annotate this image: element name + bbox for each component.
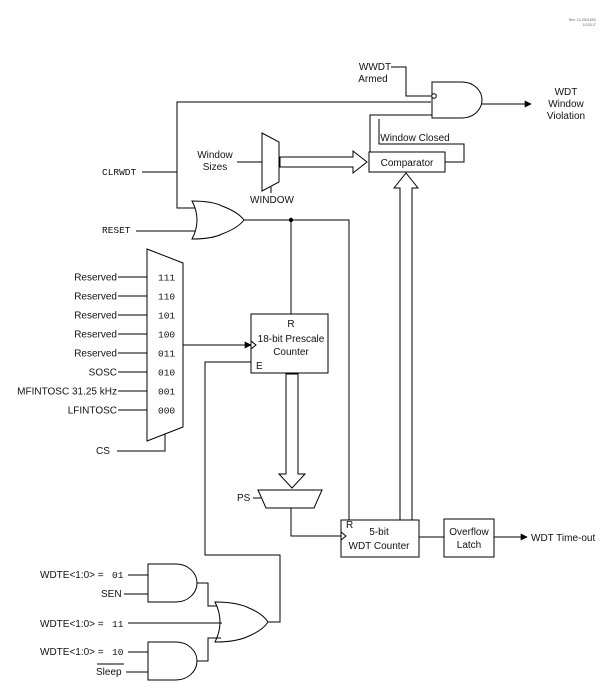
prescale-clock-pin [250,340,257,350]
reset-or-gate [191,200,245,240]
and-gate-wdte-01 [147,563,198,603]
wdte-11-code: 11 [112,619,124,630]
ps-label: PS [237,493,251,504]
wdt-counter-reset-pin: R [346,520,353,531]
mux-input-label: SOSC [89,368,117,379]
clrwdt-to-gate-wire [176,101,431,172]
comparator-block [368,151,446,173]
or-output-wire [244,219,350,535]
mux-input-label: MFINTOSC 31.25 kHz [17,387,117,398]
enable-feedback-wire [204,361,281,623]
mux-input-code: 110 [158,292,175,303]
window-label: WINDOW [250,195,294,206]
violation-label-2: Window [548,99,584,110]
wdt-counter-label-1: 5-bit [369,527,389,538]
mux-input-label: Reserved [74,349,117,360]
and-a-output-wire [197,582,221,607]
wdte-01-prefix: WDTE<1:0> = [40,570,104,581]
sleep-label: Sleep [96,667,122,678]
prescale-label-2: Counter [273,347,309,358]
mux-input-label: Reserved [74,330,117,341]
window-closed-label: Window Closed [380,133,449,144]
mux-input-label: Reserved [74,292,117,303]
rev-date: 1/2/2017 [582,23,596,27]
violation-and-gate [431,81,483,119]
wdte-10-prefix: WDTE<1:0> = [40,647,104,658]
clock-source-mux [146,248,184,442]
sen-label: SEN [101,589,122,600]
timeout-label: WDT Time-out [531,533,595,544]
overflow-label-1: Overflow [449,527,489,538]
comparator-label: Comparator [381,158,434,169]
violation-label-1: WDT [555,87,578,98]
mux-input-code: 111 [158,273,175,284]
prescaler-to-ps-bus [277,373,307,489]
clrwdt-to-or-wire [176,172,195,209]
mux-input-code: 100 [158,330,175,341]
mux-to-comparator-bus [279,149,368,175]
counter-to-comparator-bus [392,172,420,537]
prescale-label-1: 18-bit Prescale [258,334,325,345]
wdt-counter-label-2: WDT Counter [349,541,411,552]
clrwdt-label: CLRWDT [102,167,137,178]
mux-input-code: 000 [158,406,175,417]
prescale-enable-pin: E [256,361,263,372]
cs-label: CS [96,446,110,457]
mux-input-label: Reserved [74,311,117,322]
window-sizes-label-2: Sizes [203,162,227,173]
ps-mux [257,489,323,509]
ps-to-counter-wire [290,508,341,537]
mux-input-code: 001 [158,387,175,398]
overflow-latch-block [443,518,495,558]
wdte-01-code: 01 [112,570,124,581]
wwdt-armed-wire [391,66,431,97]
window-mux [261,132,280,192]
rev-number: Rev. 10-000163D [569,18,597,22]
wdte-11-prefix: WDTE<1:0> = [40,619,104,630]
prescale-counter-block [250,313,329,374]
and-c-output-wire [197,637,221,662]
armed-label: Armed [358,74,387,85]
wdte-10-code: 10 [112,647,124,658]
mux-input-label: LFINTOSC [68,406,117,417]
enable-or-gate [214,601,269,643]
mux-input-code: 011 [158,349,175,360]
wdt-counter-block [340,519,420,558]
prescale-reset-pin: R [287,319,294,330]
mux-input-code: 010 [158,368,175,379]
wdt-counter-clock-pin [340,531,347,541]
inverter-bubble [431,93,437,99]
cs-select-wire [117,434,166,452]
wwdt-label: WWDT [359,62,391,73]
comparator-feedback-wire [378,119,465,163]
overflow-label-2: Latch [457,540,481,551]
violation-label-3: Violation [547,111,585,122]
and-gate-wdte-10 [147,641,198,681]
reset-label: RESET [102,225,131,236]
window-closed-wire [369,114,432,152]
mux-input-label: Reserved [74,273,117,284]
mux-input-code: 101 [158,311,175,322]
window-sizes-label-1: Window [197,150,233,161]
